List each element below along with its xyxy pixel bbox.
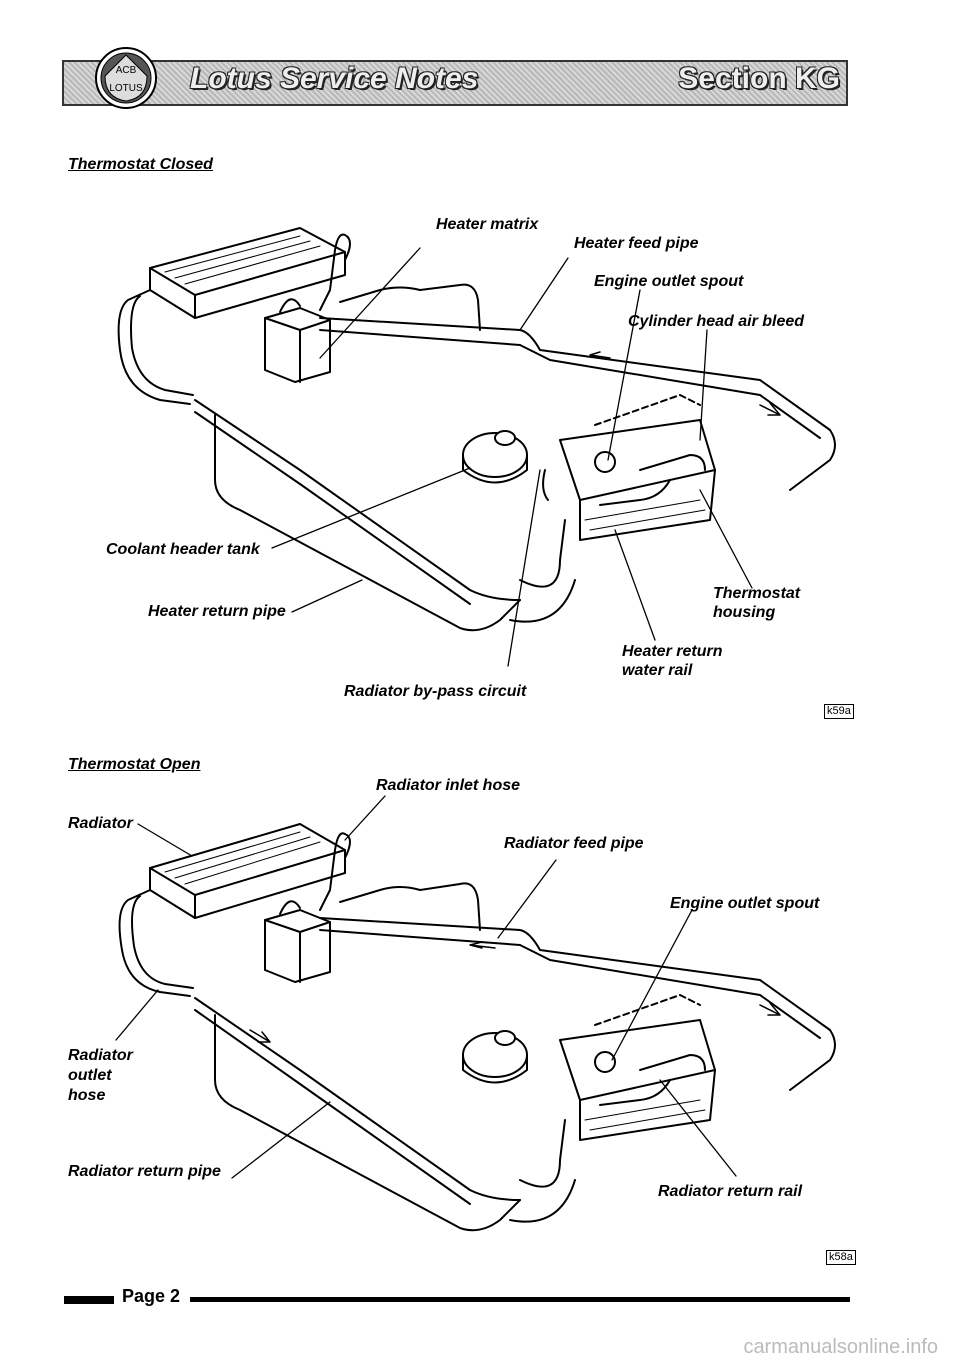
heading-thermostat-open: Thermostat Open bbox=[68, 756, 201, 773]
label-engine-outlet-spout-open: Engine outlet spout bbox=[670, 895, 820, 912]
label-coolant-header-tank: Coolant header tank bbox=[106, 541, 260, 558]
svg-text:LOTUS: LOTUS bbox=[109, 83, 143, 94]
footer-bar-left bbox=[64, 1296, 114, 1304]
header-title: Lotus Service Notes bbox=[190, 62, 479, 95]
header-banner bbox=[62, 60, 848, 106]
label-cylinder-head-air-bleed: Cylinder head air bleed bbox=[628, 313, 805, 330]
page-number: Page 2 bbox=[122, 1286, 181, 1306]
label-radiator-outlet-hose-line2: outlet bbox=[68, 1067, 112, 1084]
label-heater-return-water-rail-line1: Heater return bbox=[622, 643, 723, 660]
label-radiator-outlet-hose-line3: hose bbox=[68, 1087, 106, 1104]
label-heater-return-water-rail-line2: water rail bbox=[622, 662, 693, 679]
label-engine-outlet-spout: Engine outlet spout bbox=[594, 273, 744, 290]
figure-ref-top: k59a bbox=[824, 704, 854, 719]
label-radiator-return-rail: Radiator return rail bbox=[658, 1183, 803, 1200]
lotus-logo: ACB LOTUS bbox=[95, 47, 157, 109]
label-radiator-inlet-hose: Radiator inlet hose bbox=[376, 777, 521, 794]
label-heater-feed-pipe: Heater feed pipe bbox=[574, 235, 699, 252]
label-thermostat-housing-line2: housing bbox=[713, 604, 776, 621]
header-section: Section KG bbox=[678, 62, 840, 95]
diagram-thermostat-closed bbox=[117, 227, 836, 667]
svg-text:ACB: ACB bbox=[116, 65, 137, 76]
label-heater-return-pipe: Heater return pipe bbox=[148, 603, 286, 620]
label-thermostat-housing-line1: Thermostat bbox=[713, 585, 801, 602]
label-radiator-outlet-hose-line1: Radiator bbox=[68, 1047, 133, 1064]
label-heater-matrix: Heater matrix bbox=[436, 216, 539, 233]
diagram-thermostat-open bbox=[115, 795, 836, 1232]
figure-ref-bottom: k58a bbox=[826, 1250, 856, 1265]
heater-matrix bbox=[149, 227, 346, 319]
footer-rule bbox=[190, 1297, 850, 1302]
watermark: carmanualsonline.info bbox=[743, 1336, 938, 1358]
heading-thermostat-closed: Thermostat Closed bbox=[68, 156, 213, 173]
label-radiator-bypass-circuit: Radiator by-pass circuit bbox=[344, 683, 527, 700]
label-radiator-feed-pipe: Radiator feed pipe bbox=[504, 835, 644, 852]
label-radiator-return-pipe: Radiator return pipe bbox=[68, 1163, 221, 1180]
label-radiator: Radiator bbox=[68, 815, 133, 832]
